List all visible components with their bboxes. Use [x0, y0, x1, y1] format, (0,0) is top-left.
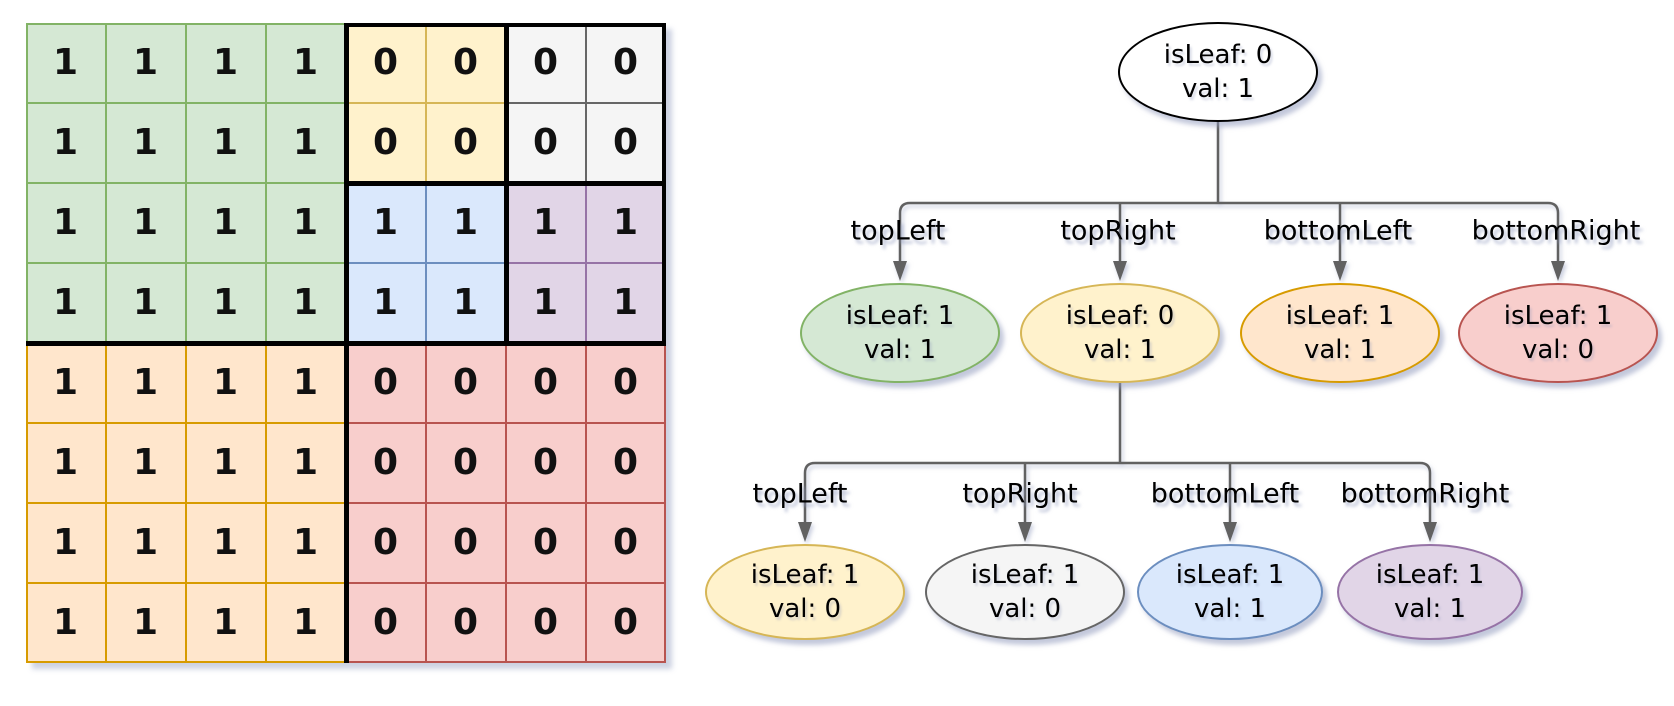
- tree-node-root: isLeaf: 0 val: 1: [1118, 22, 1318, 122]
- grid-cell: 1: [185, 262, 266, 343]
- quad-divider: [346, 181, 666, 186]
- grid-cell: 1: [25, 582, 106, 663]
- grid-cell: 1: [105, 22, 186, 103]
- grid-cell: 1: [265, 102, 346, 183]
- grid-cell: 0: [425, 422, 506, 503]
- tree-node-l1-bottomRight: isLeaf: 1 val: 0: [1458, 283, 1658, 383]
- grid-cell: 0: [585, 342, 666, 423]
- edge-label-bottomRight: bottomRight: [1340, 478, 1510, 510]
- grid-cell: 0: [425, 502, 506, 583]
- grid-cell: 1: [185, 182, 266, 263]
- quad-divider: [26, 341, 666, 346]
- node-text: val: 1: [1193, 594, 1267, 624]
- grid-cell: 1: [185, 422, 266, 503]
- edge-label-topRight: topRight: [1060, 215, 1176, 247]
- grid-cell: 1: [185, 102, 266, 183]
- node-text: val: 0: [988, 594, 1062, 624]
- grid-cell: 0: [505, 422, 586, 503]
- node-text: val: 0: [1521, 335, 1595, 365]
- grid-cell: 1: [265, 22, 346, 103]
- quad-divider: [662, 23, 666, 343]
- tree-node-l2-bottomRight: isLeaf: 1 val: 1: [1337, 544, 1523, 640]
- arrowhead-icon: [798, 522, 812, 542]
- node-text: isLeaf: 0: [1163, 40, 1273, 70]
- tree-node-l2-bottomLeft: isLeaf: 1 val: 1: [1137, 544, 1323, 640]
- arrowhead-icon: [1333, 261, 1347, 281]
- grid-cell: 1: [25, 182, 106, 263]
- arrowhead-icon: [1018, 522, 1032, 542]
- edge-label-topLeft: topLeft: [850, 215, 946, 247]
- node-text: val: 1: [1303, 335, 1377, 365]
- grid-cell: 1: [185, 502, 266, 583]
- grid-cell: 0: [505, 502, 586, 583]
- node-text: val: 1: [1083, 335, 1157, 365]
- tree-node-l1-topLeft: isLeaf: 1 val: 1: [800, 283, 1000, 383]
- node-text: val: 0: [768, 594, 842, 624]
- edge-label-bottomLeft: bottomLeft: [1263, 215, 1413, 247]
- arrowhead-icon: [1423, 522, 1437, 542]
- arrowhead-icon: [893, 261, 907, 281]
- grid-cell: 0: [425, 582, 506, 663]
- grid-cell: 1: [185, 22, 266, 103]
- node-text: isLeaf: 1: [1285, 301, 1395, 331]
- node-text: isLeaf: 0: [1065, 301, 1175, 331]
- node-text: val: 1: [1181, 74, 1255, 104]
- grid-cell: 1: [105, 582, 186, 663]
- grid-cell: 1: [25, 502, 106, 583]
- quad-divider: [346, 23, 666, 27]
- node-text: isLeaf: 1: [1175, 560, 1285, 590]
- arrowhead-icon: [1113, 261, 1127, 281]
- arrowhead-icon: [1223, 522, 1237, 542]
- edge-label-topRight: topRight: [962, 478, 1078, 510]
- grid-cell: 0: [345, 342, 426, 423]
- edge-label-bottomLeft: bottomLeft: [1150, 478, 1300, 510]
- node-text: isLeaf: 1: [1375, 560, 1485, 590]
- grid-cell: 1: [25, 262, 106, 343]
- node-text: val: 1: [863, 335, 937, 365]
- grid-cell: 0: [505, 342, 586, 423]
- grid-cell: 1: [105, 262, 186, 343]
- grid-cell: 0: [505, 22, 586, 103]
- node-text: isLeaf: 1: [845, 301, 955, 331]
- tree-edge: [803, 461, 1432, 523]
- grid-cell: 1: [105, 422, 186, 503]
- grid-cell: 1: [25, 22, 106, 103]
- grid-cell: 1: [105, 102, 186, 183]
- grid-cell: 0: [345, 502, 426, 583]
- tree-node-l1-bottomLeft: isLeaf: 1 val: 1: [1240, 283, 1440, 383]
- grid-cell: 0: [585, 582, 666, 663]
- node-text: isLeaf: 1: [970, 560, 1080, 590]
- grid-cell: 1: [105, 182, 186, 263]
- grid-cell: 1: [185, 582, 266, 663]
- grid-cell: 1: [25, 342, 106, 423]
- grid-cell: 0: [585, 502, 666, 583]
- grid-cell: 0: [505, 582, 586, 663]
- arrowhead-icon: [1551, 261, 1565, 281]
- tree-node-l2-topLeft: isLeaf: 1 val: 0: [705, 544, 905, 640]
- node-text: val: 1: [1393, 594, 1467, 624]
- grid-cell: 0: [585, 422, 666, 503]
- edge-label-topLeft: topLeft: [752, 478, 848, 510]
- grid-cell: 1: [25, 102, 106, 183]
- tree-node-l2-topRight: isLeaf: 1 val: 0: [925, 544, 1125, 640]
- grid-cell: 1: [105, 502, 186, 583]
- edge-label-bottomRight: bottomRight: [1471, 215, 1641, 247]
- node-text: isLeaf: 1: [1503, 301, 1613, 331]
- tree-node-l1-topRight: isLeaf: 0 val: 1: [1020, 283, 1220, 383]
- grid-cell: 1: [25, 422, 106, 503]
- tree-edge: [898, 201, 1560, 262]
- node-text: isLeaf: 1: [750, 560, 860, 590]
